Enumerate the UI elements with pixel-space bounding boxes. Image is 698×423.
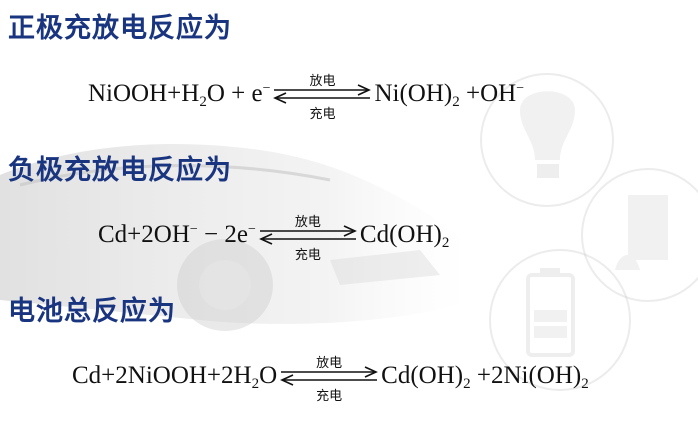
product-term-part: 2 (581, 376, 589, 392)
charge-label: 充电 (294, 248, 321, 263)
product-term-part: Cd(OH) (359, 221, 442, 248)
product-term-part: 2 (452, 94, 460, 110)
reactant-term-part: Cd+2OH (98, 221, 190, 248)
equation-products: Ni(OH)2 +OH− (374, 80, 525, 110)
battery-icon (489, 249, 631, 391)
charge-label: 充电 (316, 389, 343, 404)
equation-products: Cd(OH)2 (359, 221, 450, 251)
charge-label: 充电 (309, 107, 336, 122)
reactant-term-part: 2 (251, 376, 260, 392)
product-term-part: 2 (441, 235, 450, 251)
equation-reactants: Cd+2NiOOH+2H2O (72, 362, 278, 392)
equilibrium-arrows-icon (273, 84, 372, 104)
reactant-term-part: 2 (199, 94, 207, 110)
equation-reactants: Cd+2OH− − 2e− (98, 221, 256, 249)
equilibrium-arrows-icon (258, 225, 357, 245)
product-term-part: +2Ni(OH) (470, 362, 582, 389)
reactant-term-part: − (189, 222, 198, 237)
reactant-term-part: − 2e (197, 221, 248, 248)
product-term-part: 2 (463, 376, 471, 392)
positive-electrode-heading: 正极充放电反应为 (8, 13, 232, 44)
equilibrium-arrows-icon (280, 366, 379, 386)
reactant-term-part: O + e (206, 80, 263, 107)
product-term-part: +OH (459, 80, 517, 107)
reversible-arrow-icon: 放电充电 (258, 211, 358, 263)
reactant-term-part: − (262, 81, 271, 96)
lightbulb-icon (480, 73, 614, 207)
reactant-term-part: Cd+2NiOOH+2H (72, 362, 252, 389)
discharge-label: 放电 (294, 215, 321, 230)
discharge-label: 放电 (309, 74, 336, 89)
product-term-part: Cd(OH) (381, 362, 464, 389)
discharge-label: 放电 (316, 356, 343, 371)
negative-electrode-heading: 负极充放电反应为 (8, 155, 232, 186)
reactant-term-part: NiOOH+H (88, 80, 200, 107)
plant-icon (581, 168, 698, 302)
product-term-part: Ni(OH) (374, 80, 453, 107)
reactant-term-part: O (259, 362, 278, 389)
product-term-part: − (516, 81, 525, 96)
equation-reactants: NiOOH+H2O + e− (88, 80, 271, 110)
reactant-term-part: − (248, 222, 256, 237)
reversible-arrow-icon: 放电充电 (272, 70, 372, 122)
equation-products: Cd(OH)2 +2Ni(OH)2 (381, 362, 589, 392)
reversible-arrow-icon: 放电充电 (279, 352, 379, 404)
total-reaction-heading: 电池总反应为 (8, 296, 176, 327)
